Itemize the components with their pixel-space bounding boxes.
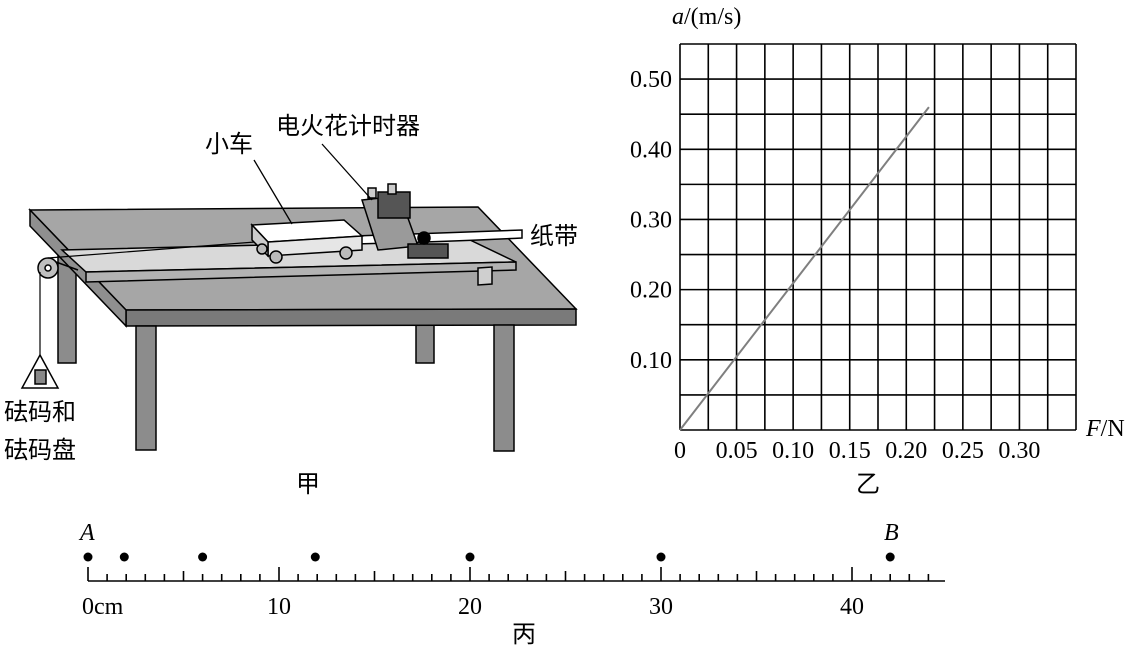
ruler-major-label: 0cm — [82, 594, 124, 620]
origin-label: 0 — [674, 438, 686, 464]
ruler-labels: 0cm 10 20 30 40 — [82, 594, 864, 620]
y-axis-label: a/(m/s) — [672, 4, 741, 30]
label-weights-line2: 砝码盘 — [4, 436, 76, 464]
timer-terminal-1 — [367, 187, 377, 199]
graph-ticks: 0.05 0.10 0.15 0.20 0.25 0.30 0.10 0.20 0.30 0.40… — [630, 67, 1040, 464]
caption-bing: 丙 — [512, 620, 536, 648]
x-tick-label: 0.05 — [716, 438, 758, 464]
graph-grid — [679, 43, 1077, 431]
x-tick-label: 0.15 — [829, 438, 871, 464]
tape-dot — [885, 552, 895, 562]
series-line — [679, 106, 930, 431]
x-axis-label: F/N — [1085, 416, 1125, 442]
ruler-major-label: 20 — [458, 594, 482, 620]
y-tick-label: 0.50 — [630, 67, 672, 93]
cart-wheel-1 — [269, 250, 283, 264]
y-tick-label: 0.30 — [630, 207, 672, 233]
label-timer: 电火花计时器 — [276, 112, 420, 140]
track-support — [477, 266, 493, 286]
x-tick-label: 0.20 — [885, 438, 927, 464]
timer-body — [377, 191, 411, 219]
caption-yi: 乙 — [856, 470, 880, 498]
tape-dot — [83, 552, 93, 562]
cart-wheel-3 — [256, 243, 268, 255]
x-tick-label: 0.30 — [998, 438, 1040, 464]
tape-dot — [656, 552, 666, 562]
timer-terminal-2 — [387, 183, 397, 195]
label-cart: 小车 — [205, 130, 253, 158]
table-leg-front-right — [493, 324, 515, 452]
x-tick-label: 0.10 — [772, 438, 814, 464]
table-top-front-edge — [125, 308, 577, 327]
cart-wheel-2 — [339, 246, 353, 260]
weight-block — [34, 369, 47, 385]
cart-leader-line — [253, 159, 293, 225]
y-tick-label: 0.10 — [630, 348, 672, 374]
timer-leader-line — [321, 143, 373, 201]
caption-jia: 甲 — [296, 470, 320, 498]
ruler-major-label: 40 — [840, 594, 864, 620]
tape-dot — [198, 552, 208, 562]
ruler-major-label: 30 — [649, 594, 673, 620]
graph-series — [679, 106, 930, 431]
pulley-axle — [44, 264, 52, 272]
label-tape: 纸带 — [530, 222, 578, 250]
ruler-major-label: 10 — [267, 594, 291, 620]
track-board-edge — [85, 261, 517, 283]
tape-dot — [119, 552, 129, 562]
table-leg-front-left — [135, 325, 157, 451]
apparatus-diagram — [20, 143, 578, 452]
timer-block — [407, 243, 449, 259]
ruler — [87, 567, 945, 582]
string-horizontal — [47, 241, 256, 259]
timer-ink-disk — [417, 231, 431, 245]
tape-dot — [465, 552, 475, 562]
point-b-label: B — [884, 520, 899, 546]
point-a-label: A — [78, 520, 95, 546]
label-weights-line1: 砝码和 — [4, 398, 76, 426]
y-tick-label: 0.20 — [630, 278, 672, 304]
tape-dot — [310, 552, 320, 562]
pulley-clamp — [55, 261, 79, 271]
y-tick-label: 0.40 — [630, 137, 672, 163]
tape-dots — [83, 552, 895, 562]
x-tick-label: 0.25 — [942, 438, 984, 464]
